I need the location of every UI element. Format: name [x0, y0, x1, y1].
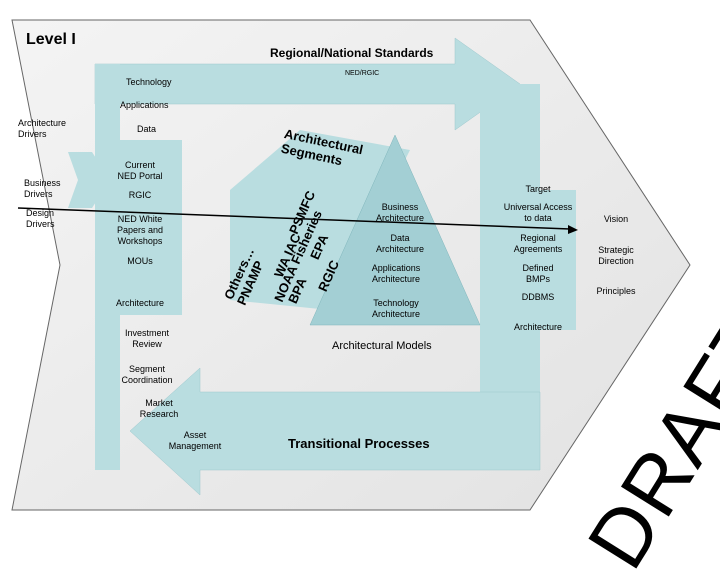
- applications-architecture: Applications Architecture: [371, 263, 421, 284]
- target-regional-agreements: Regional Agreements: [513, 233, 563, 254]
- mous-item: MOUs: [127, 256, 153, 266]
- data-label: Data: [137, 124, 157, 134]
- ned-white-papers: NED White Papers and Workshops: [116, 214, 164, 246]
- target-ddbms: DDBMS: [521, 292, 555, 302]
- drivers-arrow: [68, 152, 110, 208]
- technology-architecture: Technology Architecture: [371, 298, 421, 319]
- architecture-pyramid: [309, 134, 481, 326]
- architecture-item: Architecture: [115, 298, 165, 308]
- technology-label: Technology: [126, 77, 172, 87]
- asset-management: Asset Management: [168, 430, 222, 451]
- header-label: Regional/National Standards: [270, 46, 434, 60]
- principles-label: Principles: [596, 286, 636, 296]
- market-research: Market Research: [139, 398, 179, 419]
- data-architecture: Data Architecture: [375, 233, 425, 254]
- target-label: Target: [525, 184, 551, 194]
- main-arrow-head: [568, 225, 578, 234]
- main-arrow-line: [17, 207, 571, 230]
- design-drivers-label: Design Drivers: [26, 208, 55, 229]
- left-band: [95, 64, 120, 470]
- current-ned-portal: Current NED Portal: [117, 160, 163, 181]
- business-architecture: Business Architecture: [375, 202, 425, 223]
- architecture-drivers-label: Architecture Drivers: [18, 118, 67, 139]
- strategic-direction-label: Strategic Direction: [598, 245, 634, 266]
- ned-rgic-label: NED/RGIC: [345, 70, 380, 77]
- investment-review: Investment Review: [124, 328, 170, 349]
- business-drivers-label: Business Drivers: [24, 178, 61, 199]
- transitional-processes-label: Transitional Processes: [288, 436, 430, 451]
- rgic-item: RGIC: [128, 190, 152, 200]
- diagram-graphics: [11, 19, 691, 511]
- diagram-canvas: Level I Regional/National Standards NED/…: [11, 19, 720, 584]
- vision-label: Vision: [603, 214, 629, 224]
- target-defined-bmps: Defined BMPs: [522, 263, 554, 284]
- bottom-band-arrow: [129, 367, 541, 496]
- target-universal-access: Universal Access to data: [503, 202, 573, 223]
- page-title: Level I: [26, 31, 76, 48]
- segment-coordination: Segment Coordination: [121, 364, 173, 385]
- architectural-models-label: Architectural Models: [332, 340, 432, 352]
- applications-label: Applications: [120, 100, 169, 110]
- target-architecture: Architecture: [513, 322, 563, 332]
- target-box: [496, 190, 576, 330]
